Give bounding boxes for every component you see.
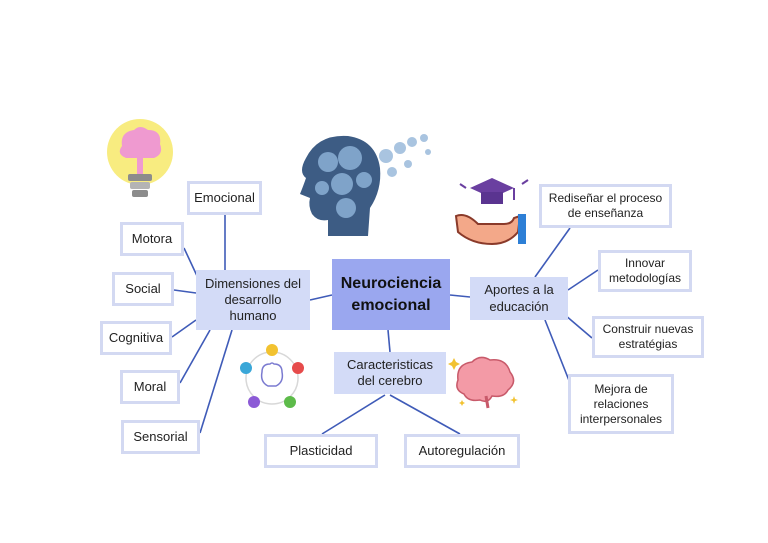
leaf-plasticidad: Plasticidad (264, 434, 378, 468)
leaf-autoregulacion: Autoregulación (404, 434, 520, 468)
leaf-innovar: Innovar metodologías (598, 250, 692, 292)
hub-aportes: Aportes a la educación (470, 277, 568, 320)
gear-head-icon (300, 134, 431, 236)
leaf-mejora: Mejora de relaciones interpersonales (568, 374, 674, 434)
lightbulb-brain-icon (107, 119, 173, 197)
leaf-construir: Construir nuevas estratégias (592, 316, 704, 358)
graduation-hands-icon (454, 178, 529, 246)
brain-cycle-icon (240, 344, 304, 408)
leaf-sensorial: Sensorial (121, 420, 200, 454)
leaf-redisenar: Rediseñar el proceso de enseñanza (539, 184, 672, 228)
leaf-moral: Moral (120, 370, 180, 404)
leaf-cognitiva: Cognitiva (100, 321, 172, 355)
hub-caracteristicas: Caracteristicas del cerebro (334, 352, 446, 394)
brain-sparkle-icon (448, 356, 518, 409)
leaf-motora: Motora (120, 222, 184, 256)
leaf-social: Social (112, 272, 174, 306)
hub-dimensiones: Dimensiones del desarrollo humano (196, 270, 310, 330)
leaf-emocional: Emocional (187, 181, 262, 215)
central-topic: Neurociencia emocional (332, 259, 450, 330)
